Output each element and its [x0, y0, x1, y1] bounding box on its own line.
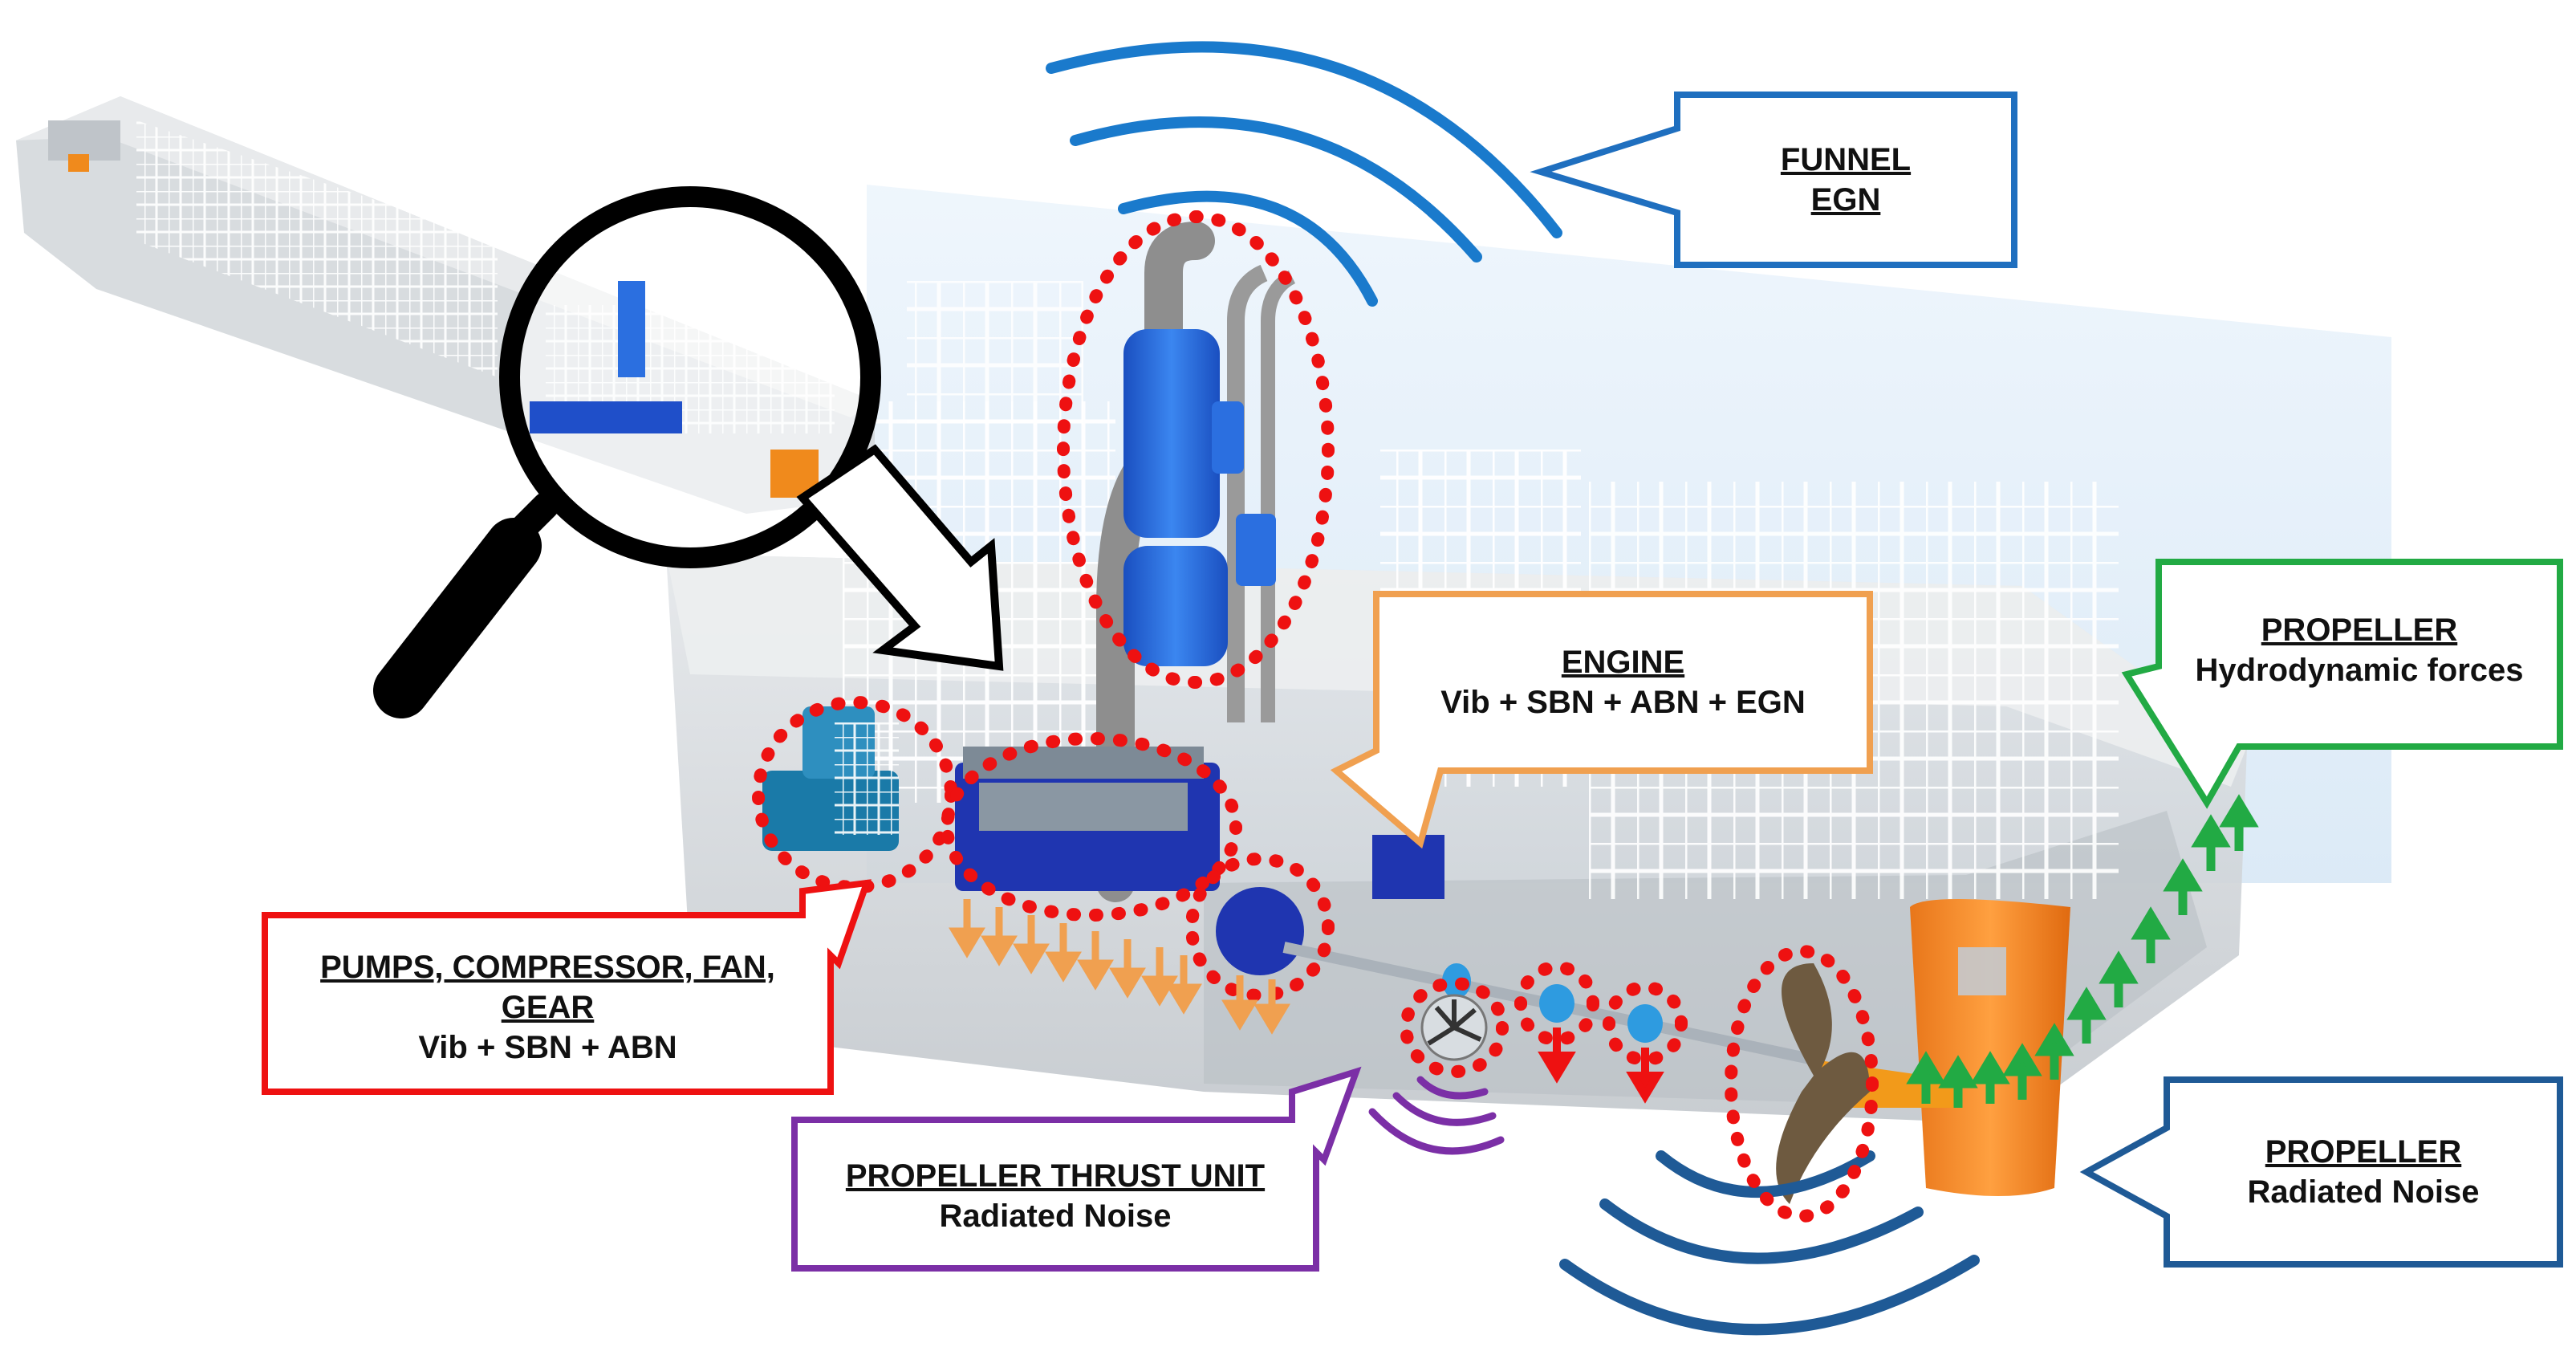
propeller-forces-callout-box — [2121, 559, 2563, 809]
force-arrow — [1906, 1051, 1946, 1104]
vib-arrow — [1109, 939, 1146, 999]
magnifying-glass — [373, 186, 881, 718]
force-arrow — [2219, 794, 2259, 851]
force-arrow — [1970, 1051, 2010, 1104]
propeller-sound-waves — [1559, 1150, 1980, 1336]
force-arrow — [2163, 858, 2203, 915]
exhaust-pipe-2 — [1227, 264, 1268, 722]
fan-frame — [835, 722, 899, 835]
vib-arrow — [1141, 947, 1178, 1007]
funnel-silencer-side-1 — [1212, 401, 1244, 474]
magnifier-handle — [373, 518, 542, 718]
funnel-sound-waves — [1046, 41, 1562, 307]
hydrodynamic-force-arrows — [1906, 794, 2259, 1108]
propeller-wave-1 — [1559, 1255, 1980, 1336]
propeller-noise-callout-box — [2079, 1076, 2563, 1268]
funnel-callout-box — [1530, 92, 2017, 268]
thrust-unit-callout-box — [791, 1066, 1362, 1272]
funnel-silencer-side-2 — [1236, 514, 1276, 586]
shaft-arrow — [1626, 1048, 1664, 1104]
propeller-assembly — [1776, 899, 2070, 1204]
engine-room-machinery — [762, 706, 1815, 1065]
ring-thrust-unit — [1400, 977, 1509, 1078]
shaft-bearing-3 — [1627, 1004, 1663, 1043]
thrust-wave-2 — [1392, 1092, 1497, 1126]
vib-arrow — [1013, 915, 1050, 975]
thrust-wave-3 — [1416, 1076, 1489, 1100]
force-arrow — [2191, 814, 2231, 871]
vib-arrow — [949, 899, 985, 958]
funnel-wave-3 — [1118, 190, 1378, 307]
force-arrow — [2131, 906, 2171, 963]
gear-box — [1216, 887, 1304, 975]
force-arrow — [2002, 1043, 2042, 1100]
funnel-silencer-lower — [1123, 546, 1228, 666]
ring-propeller — [1725, 945, 1879, 1223]
ring-funnel — [1057, 210, 1335, 689]
propeller-wave-3 — [1656, 1150, 1875, 1198]
force-arrow — [2066, 987, 2107, 1044]
highlight-rings — [752, 210, 1879, 1223]
vib-arrow — [1165, 955, 1202, 1015]
funnel-wave-1 — [1046, 41, 1562, 238]
vib-arrow — [1253, 979, 1290, 1035]
magnifier-lens-engine — [530, 401, 682, 433]
ring-bearing-2 — [1514, 961, 1599, 1046]
thrust-unit-blades — [1427, 999, 1482, 1046]
thrust-wave-1 — [1368, 1108, 1505, 1155]
distant-ship-cargo — [136, 120, 498, 377]
pumps-callout-box — [262, 879, 872, 1095]
vib-arrow — [1045, 923, 1082, 983]
ring-engine — [941, 732, 1242, 922]
zoom-arrow — [796, 444, 1004, 671]
distant-ship-bridge — [48, 120, 120, 161]
engine-cylinders — [979, 783, 1188, 831]
magnifier-ring — [499, 186, 881, 568]
funnel-silencer-upper — [1123, 329, 1220, 538]
propeller-blades — [1776, 963, 1870, 1204]
bracket-blue — [1372, 835, 1444, 899]
shaft-arrow — [1538, 1027, 1576, 1084]
force-arrow — [2034, 1023, 2074, 1080]
vib-arrow — [1221, 975, 1258, 1031]
magnifier-lens-funnel — [618, 281, 645, 377]
vib-arrow — [1077, 931, 1114, 991]
shaft-vibration-arrows — [1538, 1027, 1664, 1104]
vib-arrow — [981, 907, 1018, 966]
propeller-wave-2 — [1599, 1198, 1924, 1264]
shaft-bearing-2 — [1539, 984, 1574, 1023]
vibration-arrows — [949, 899, 1290, 1035]
rudder-fittings — [1958, 947, 2006, 995]
ring-gear — [1185, 853, 1335, 1002]
rudder — [1910, 899, 2070, 1196]
thrust-unit-sound-waves — [1368, 1076, 1505, 1155]
force-arrow — [1938, 1055, 1978, 1108]
engine-callout-box — [1330, 591, 1873, 849]
scaffold-frame-far — [907, 281, 1083, 425]
force-arrow — [2099, 950, 2139, 1007]
ring-bearing-3 — [1603, 981, 1688, 1066]
distant-ship-funnel — [68, 154, 89, 172]
funnel-wave-2 — [1070, 116, 1482, 262]
